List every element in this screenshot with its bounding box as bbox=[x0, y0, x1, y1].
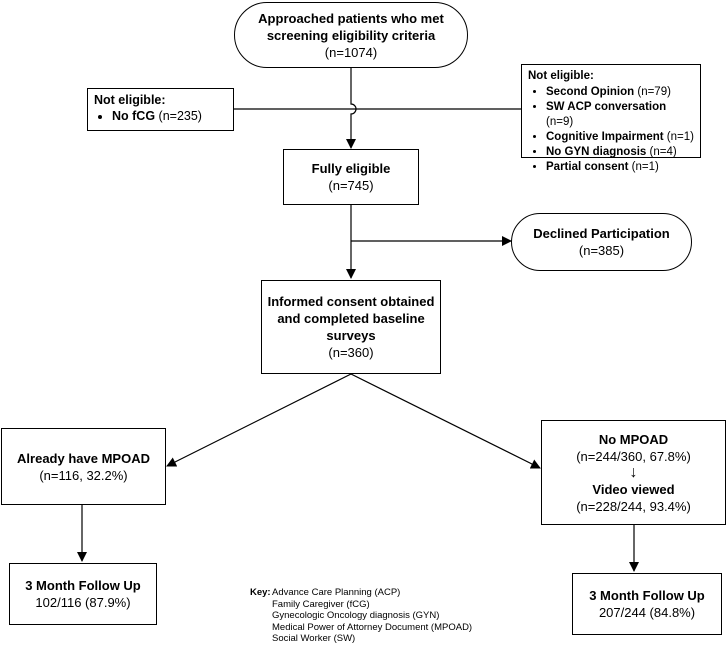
declined-count: (n=385) bbox=[578, 243, 625, 258]
not-eligible-right-item: Cognitive Impairment (n=1) bbox=[546, 130, 694, 145]
video-viewed-count: (n=228/244, 93.4%) bbox=[576, 498, 691, 514]
consent-line3: surveys bbox=[326, 328, 376, 343]
declined-box: Declined Participation (n=385) bbox=[511, 213, 692, 271]
consent-line2: and completed baseline bbox=[277, 311, 425, 326]
no-mpoad-title: No MPOAD bbox=[598, 431, 669, 447]
not-eligible-left-item: No fCG (n=235) bbox=[112, 109, 202, 124]
connector-consent-to-already bbox=[166, 373, 352, 467]
declined-title: Declined Participation bbox=[533, 226, 670, 241]
not-eligible-left-title: Not eligible: bbox=[94, 93, 166, 107]
not-eligible-right-title: Not eligible: bbox=[528, 70, 594, 82]
key-item: Social Worker (SW) bbox=[272, 633, 356, 644]
not-eligible-right-item: Partial consent (n=1) bbox=[546, 160, 694, 175]
followup-left-title: 3 Month Follow Up bbox=[25, 578, 141, 593]
already-mpoad-box: Already have MPOAD (n=116, 32.2%) bbox=[1, 428, 166, 505]
no-mpoad-count: (n=244/360, 67.8%) bbox=[576, 448, 691, 464]
key-label: Key: bbox=[250, 587, 271, 598]
not-eligible-right-item: Second Opinion (n=79) bbox=[546, 85, 694, 100]
connector-consent-to-no-mpoad bbox=[350, 373, 541, 469]
not-eligible-right-box: Not eligible: Second Opinion (n=79) SW A… bbox=[521, 64, 701, 173]
down-arrow-icon: ↓ bbox=[629, 463, 638, 481]
fully-eligible-title: Fully eligible bbox=[311, 161, 391, 176]
followup-right-count: 207/244 (84.8%) bbox=[598, 605, 696, 620]
approached-count: (n=1074) bbox=[324, 44, 378, 60]
key-item: Gynecologic Oncology diagnosis (GYN) bbox=[272, 610, 440, 621]
already-mpoad-count: (n=116, 32.2%) bbox=[39, 467, 128, 483]
followup-left-count: 102/116 (87.9%) bbox=[35, 595, 131, 610]
followup-right-box: 3 Month Follow Up 207/244 (84.8%) bbox=[572, 573, 722, 635]
consent-box: Informed consent obtained and completed … bbox=[261, 280, 441, 374]
not-eligible-left-box: Not eligible: No fCG (n=235) bbox=[87, 88, 234, 131]
followup-left-box: 3 Month Follow Up 102/116 (87.9%) bbox=[9, 563, 157, 625]
video-viewed-title: Video viewed bbox=[592, 481, 675, 497]
fully-eligible-box: Fully eligible (n=745) bbox=[283, 149, 419, 205]
not-eligible-right-item: No GYN diagnosis (n=4) bbox=[546, 145, 694, 160]
connector-approached-to-eligible bbox=[346, 68, 357, 149]
no-mpoad-box: No MPOAD (n=244/360, 67.8%) ↓ Video view… bbox=[541, 420, 726, 525]
key-item: Family Caregiver (fCG) bbox=[272, 598, 370, 610]
consent-line1: Informed consent obtained bbox=[267, 294, 435, 309]
key-item: Medical Power of Attorney Document (MPOA… bbox=[272, 621, 473, 633]
followup-right-title: 3 Month Follow Up bbox=[589, 588, 705, 603]
key-item: Advance Care Planning (ACP) bbox=[272, 587, 401, 598]
key-legend: Key: Advance Care Planning (ACP) Family … bbox=[250, 587, 472, 645]
consent-count: (n=360) bbox=[328, 345, 374, 360]
already-mpoad-title: Already have MPOAD bbox=[17, 450, 150, 466]
approached-line1: Approached patients who met bbox=[258, 10, 444, 26]
approached-line2: screening eligibility criteria bbox=[266, 27, 436, 43]
approached-box: Approached patients who met screening el… bbox=[234, 2, 468, 68]
fully-eligible-count: (n=745) bbox=[328, 178, 374, 193]
not-eligible-right-item: SW ACP conversation (n=9) bbox=[546, 100, 694, 130]
